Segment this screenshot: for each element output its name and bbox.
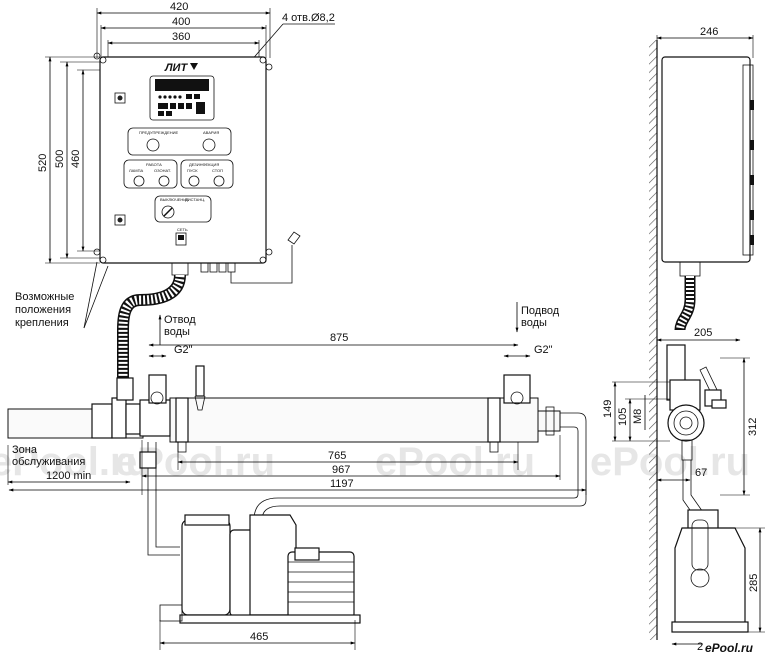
label-inlet-2: воды [521,317,547,329]
dim-400: 400 [172,16,190,28]
control-cabinet: ЛИТ ПРЕДУПРЕЖДЕНИЕ АВАРИЯ РАБОТА ЛАМПА О… [93,52,301,284]
label-mount-3: крепления [15,317,69,329]
dim-105: 105 [617,408,629,426]
corner-logo-text: ePool.ru [705,641,754,655]
label-service-1: Зона [12,444,38,456]
label-work-lamp: ЛАМПА [129,168,144,173]
dim-285: 285 [748,574,760,592]
dim-520: 520 [37,154,49,172]
label-inlet-1: Подвод [521,305,560,317]
watermark-left: ePool.ru [0,440,150,484]
dim-holes: 4 отв.Ø8,2 [282,12,335,24]
panel-brand: ЛИТ [164,62,188,74]
dim-67: 67 [695,467,707,479]
mount-callout: Возможные положения крепления [15,261,109,329]
dim-149: 149 [602,400,614,418]
label-cleaning: ДЕЗИНФЕКЦИЯ [189,162,219,167]
label-network: СЕТЬ [177,227,188,232]
dim-side-bottom: 2 [697,641,703,653]
label-switch-left: ВЫКЛЮЧЕНИЕ [160,197,189,202]
dim-1200: 1200 min [46,470,91,482]
label-start: ПУСК [187,168,198,173]
dim-465: 465 [250,631,268,643]
corner-logo: ePool.ru [703,640,769,655]
pump: 465 [159,514,361,650]
label-outlet-2: воды [164,326,190,338]
watermark-right: ePool.ru [590,440,750,484]
dim-420: 420 [170,1,188,13]
dim-967: 967 [332,464,350,476]
dim-312: 312 [747,418,759,436]
side-view: 246 205 149 105 M8 312 [602,26,765,653]
label-stop: СТОП [212,168,223,173]
dim-m8: M8 [632,409,644,424]
corrugated-hose [117,274,186,385]
label-mount-1: Возможные [15,291,74,303]
dim-360: 360 [172,31,190,43]
dim-1197: 1197 [330,478,354,490]
label-mount-2: положения [15,304,71,316]
label-warning: ПРЕДУПРЕЖДЕНИЕ [139,130,179,135]
dim-765: 765 [328,450,346,462]
dim-460: 460 [70,150,82,168]
label-work: РАБОТА [146,162,162,167]
dim-500: 500 [54,150,66,168]
label-service-2: обслуживания [12,456,85,468]
dim-205: 205 [694,327,712,339]
label-outlet-1: Отвод [164,314,196,326]
dim-g2-right: G2" [534,344,553,356]
label-alarm: АВАРИЯ [203,130,219,135]
top-dimensions: 420 400 360 4 отв.Ø8,2 [96,1,335,63]
left-dimensions: 520 500 460 [37,56,100,264]
label-work-generator: ОЗОНАТ. [154,168,171,173]
dim-875: 875 [330,332,348,344]
label-switch-right: ДИСТАНЦ. [185,197,205,202]
dim-246: 246 [700,26,718,38]
dim-g2-left: G2" [174,344,193,356]
pipe-assembly: Отвод воды Подвод воды 875 G2" G2" [7,302,587,556]
